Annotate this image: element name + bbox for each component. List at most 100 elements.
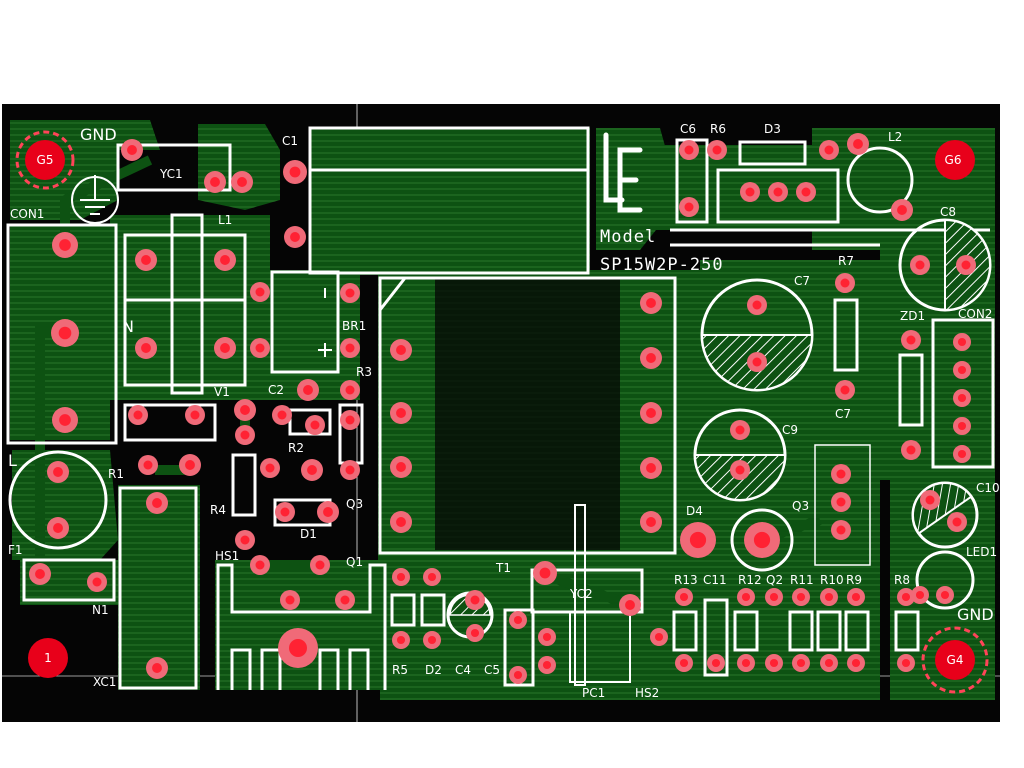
pad-drill [940, 590, 950, 600]
label-d1: D1 [300, 527, 317, 541]
label-r12: R12 [738, 573, 762, 587]
pad-drill [851, 658, 861, 668]
pad-drill [801, 187, 811, 197]
label-r8: R8 [894, 573, 910, 587]
label-gnd-bottom: GND [957, 605, 994, 624]
label-xc1: XC1 [93, 675, 116, 689]
label-c5: C5 [484, 663, 500, 677]
pad-drill [542, 660, 552, 670]
pad-drill [824, 592, 834, 602]
pad-drill [853, 139, 863, 149]
label-hs2: HS2 [635, 686, 659, 700]
pad-drill [265, 463, 275, 473]
pad-drill [824, 145, 834, 155]
pad-drill [345, 385, 355, 395]
label-v1: V1 [214, 385, 230, 399]
pad-drill [646, 517, 656, 527]
pad-drill [323, 507, 333, 517]
label-c10: C10 [976, 481, 1000, 495]
pad-drill [255, 343, 265, 353]
label-c6: C6 [680, 122, 696, 136]
label-c2: C2 [268, 383, 284, 397]
label-l2: L2 [888, 130, 902, 144]
pad-drill [654, 632, 664, 642]
pad-drill [752, 300, 762, 310]
pad-drill [901, 592, 911, 602]
label-l1: L1 [218, 213, 232, 227]
pad-drill [836, 469, 846, 479]
pad-drill [185, 460, 195, 470]
pad-drill [289, 639, 307, 657]
pad-drill [240, 535, 250, 545]
pad-drill [646, 298, 656, 308]
label-l: L [8, 451, 17, 470]
pad-drill [345, 415, 355, 425]
pad-drill [646, 408, 656, 418]
pad-drill [712, 145, 722, 155]
pad-drill [143, 460, 153, 470]
pad-drill [684, 202, 694, 212]
label-d4: D4 [686, 504, 703, 518]
pad-drill [952, 517, 962, 527]
label-r9: R9 [846, 573, 862, 587]
pad-drill [646, 353, 656, 363]
pad-drill [310, 420, 320, 430]
pad-drill [303, 385, 313, 395]
pad-drill [836, 497, 846, 507]
pad-drill [127, 145, 137, 155]
label-yc1: YC1 [159, 167, 183, 181]
model-block: Model SP15W2P-250 [600, 227, 724, 275]
pad-drill [470, 628, 480, 638]
label-led1: LED1 [966, 545, 997, 559]
model-number: SP15W2P-250 [600, 255, 724, 275]
pad-drill [925, 495, 935, 505]
pad-drill [741, 658, 751, 668]
label-hs1: HS1 [215, 549, 239, 563]
pad-drill [237, 177, 247, 187]
pad-drill [470, 595, 480, 605]
pad-drill [396, 345, 406, 355]
label-q3-left: Q3 [346, 497, 363, 511]
pad-drill [396, 462, 406, 472]
fiducial-label-g5: G5 [37, 153, 54, 167]
pad-drill [345, 343, 355, 353]
pad-drill [255, 287, 265, 297]
pad-drill [59, 414, 71, 426]
fiducial-label-g4: G4 [947, 653, 964, 667]
pad-drill [915, 590, 925, 600]
label-zd1: ZD1 [900, 309, 925, 323]
pad-drill [240, 430, 250, 440]
label-con1: CON1 [10, 207, 44, 221]
pad-drill [210, 177, 220, 187]
pad-drill [141, 255, 151, 265]
pad-drill [190, 410, 200, 420]
model-heading: Model [600, 227, 656, 247]
label-r2: R2 [288, 441, 304, 455]
label-t1: T1 [495, 561, 511, 575]
component-pads [29, 133, 976, 684]
pad-drill [35, 569, 45, 579]
label-q2: Q2 [766, 573, 783, 587]
pad-drill [396, 635, 406, 645]
pad-drill [824, 658, 834, 668]
pad-drill [796, 658, 806, 668]
pad-drill [220, 343, 230, 353]
pad-drill [133, 410, 143, 420]
pad-drill [961, 260, 971, 270]
pad-drill [897, 205, 907, 215]
label-con2: CON2 [958, 307, 992, 321]
pad-drill [396, 572, 406, 582]
pad-drill [796, 592, 806, 602]
pad-drill [689, 531, 707, 549]
pad-drill [735, 465, 745, 475]
pad-drill [340, 595, 350, 605]
fiducial-label-1: 1 [44, 651, 52, 665]
label-q3-right: Q3 [792, 499, 809, 513]
pad-drill [53, 523, 63, 533]
label-c4: C4 [455, 663, 471, 677]
label-d3: D3 [764, 122, 781, 136]
label-d2: D2 [425, 663, 442, 677]
pad-drill [901, 658, 911, 668]
label-r3: R3 [356, 365, 372, 379]
